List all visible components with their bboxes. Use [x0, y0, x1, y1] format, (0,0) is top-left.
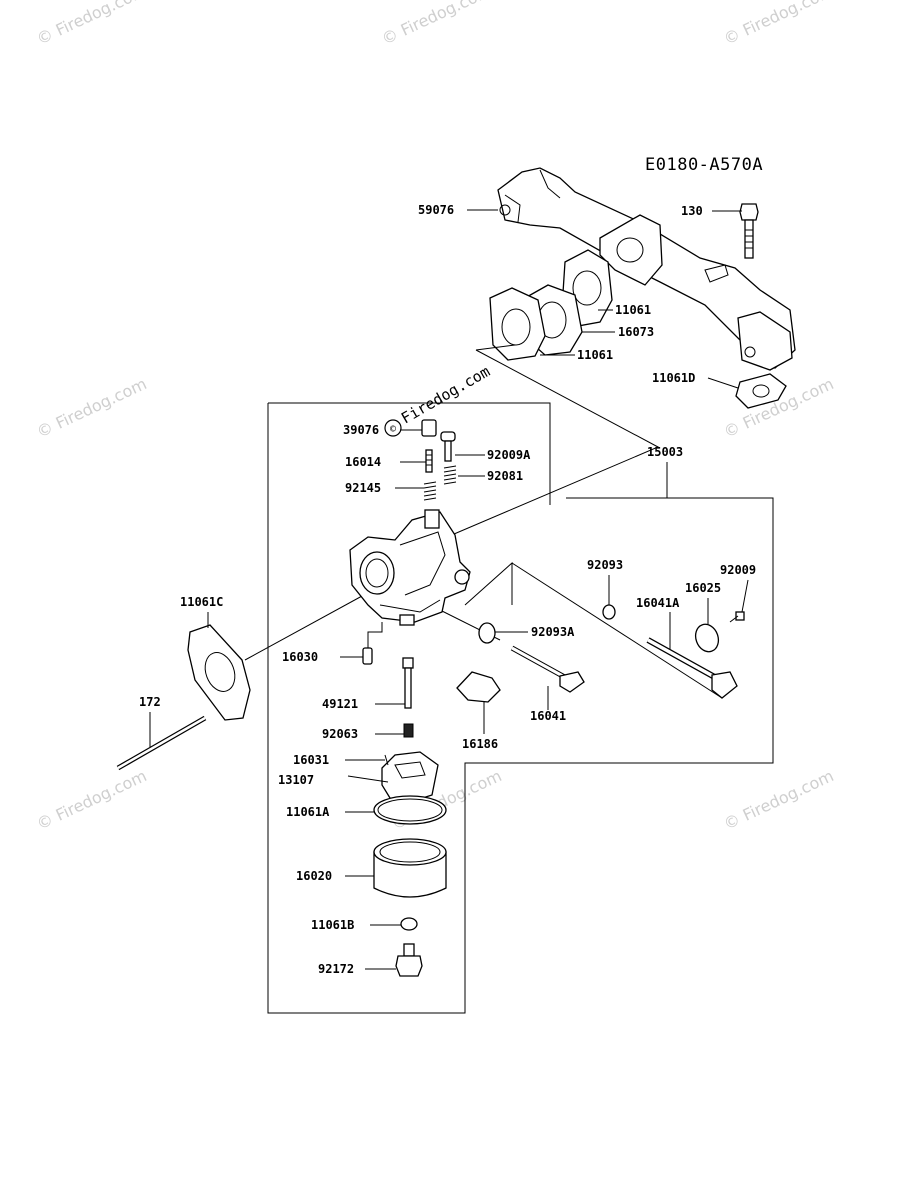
label-16030: 16030: [282, 650, 318, 664]
shaft-16041a: [646, 637, 738, 699]
label-92009a: 92009A: [487, 448, 531, 462]
watermark-text: © Firedog.com: [379, 0, 495, 49]
label-11061b: 11061B: [311, 918, 354, 932]
label-16041a: 16041A: [636, 596, 680, 610]
screw-92009: [729, 611, 745, 623]
washer-92093a: [478, 622, 496, 644]
svg-text:Firedog.com: Firedog.com: [398, 362, 493, 427]
screw-92009a: [440, 431, 456, 462]
pin-13107: [347, 775, 389, 783]
spring-92145: [423, 481, 437, 501]
label-92081: 92081: [487, 469, 523, 483]
label-172: 172: [139, 695, 161, 709]
float-bowl-16020: [373, 838, 447, 898]
plate-16186: [456, 671, 501, 703]
center-watermark: © Firedog.com: [384, 362, 493, 437]
spring-92081: [443, 465, 457, 485]
label-130: 130: [681, 204, 703, 218]
label-16031: 16031: [293, 753, 329, 767]
shaft-16041: [510, 645, 585, 693]
label-16041: 16041: [530, 709, 566, 723]
plate-16025: [694, 623, 720, 653]
watermark-text: © Firedog.com: [34, 766, 150, 834]
svg-text:©: ©: [390, 424, 397, 435]
washer-11061b: [400, 917, 418, 931]
label-92145: 92145: [345, 481, 381, 495]
exhaust-manifold: [497, 167, 796, 371]
gasket-11061a: [373, 795, 447, 825]
label-15003: 15003: [647, 445, 683, 459]
label-39076: 39076: [343, 423, 379, 437]
part-labels: 59076 130 11061 16073 11061 11061D 39076…: [139, 203, 756, 976]
label-59076: 59076: [418, 203, 454, 217]
label-16020: 16020: [296, 869, 332, 883]
screw-92063: [403, 723, 414, 738]
manifold-gaskets: [489, 249, 613, 361]
bolt-92172: [395, 943, 423, 977]
cap-39076: [421, 419, 437, 437]
watermark-text: © Firedog.com: [721, 0, 837, 49]
stud-172: [116, 715, 207, 771]
gasket-11061d: [735, 373, 787, 409]
label-11061d: 11061D: [652, 371, 695, 385]
carburetor-body: [349, 509, 471, 626]
watermark-text: © Firedog.com: [34, 0, 150, 49]
washer-92093: [602, 604, 616, 620]
label-13107: 13107: [278, 773, 314, 787]
label-92172: 92172: [318, 962, 354, 976]
label-11061-lower: 11061: [577, 348, 613, 362]
gasket-11061c: [187, 624, 251, 721]
assembly-outline: [267, 402, 774, 1014]
leader-lines: [149, 209, 749, 970]
nozzle-49121: [402, 657, 414, 709]
label-49121: 49121: [322, 697, 358, 711]
label-92093: 92093: [587, 558, 623, 572]
jet-16030: [362, 647, 373, 665]
diagram-code: E0180-A570A: [645, 155, 763, 175]
needle-16014: [425, 449, 433, 473]
guide-lines: [244, 344, 723, 699]
label-16073: 16073: [618, 325, 654, 339]
label-11061-upper: 11061: [615, 303, 651, 317]
label-11061c: 11061C: [180, 595, 223, 609]
label-16186: 16186: [462, 737, 498, 751]
watermark-text: © Firedog.com: [34, 374, 150, 442]
bolt-130: [739, 203, 759, 259]
label-92063: 92063: [322, 727, 358, 741]
label-16014: 16014: [345, 455, 381, 469]
label-92009: 92009: [720, 563, 756, 577]
float-16031: [381, 751, 439, 803]
label-16025: 16025: [685, 581, 721, 595]
label-92093a: 92093A: [531, 625, 575, 639]
label-11061a: 11061A: [286, 805, 330, 819]
watermark-text: © Firedog.com: [721, 766, 837, 834]
